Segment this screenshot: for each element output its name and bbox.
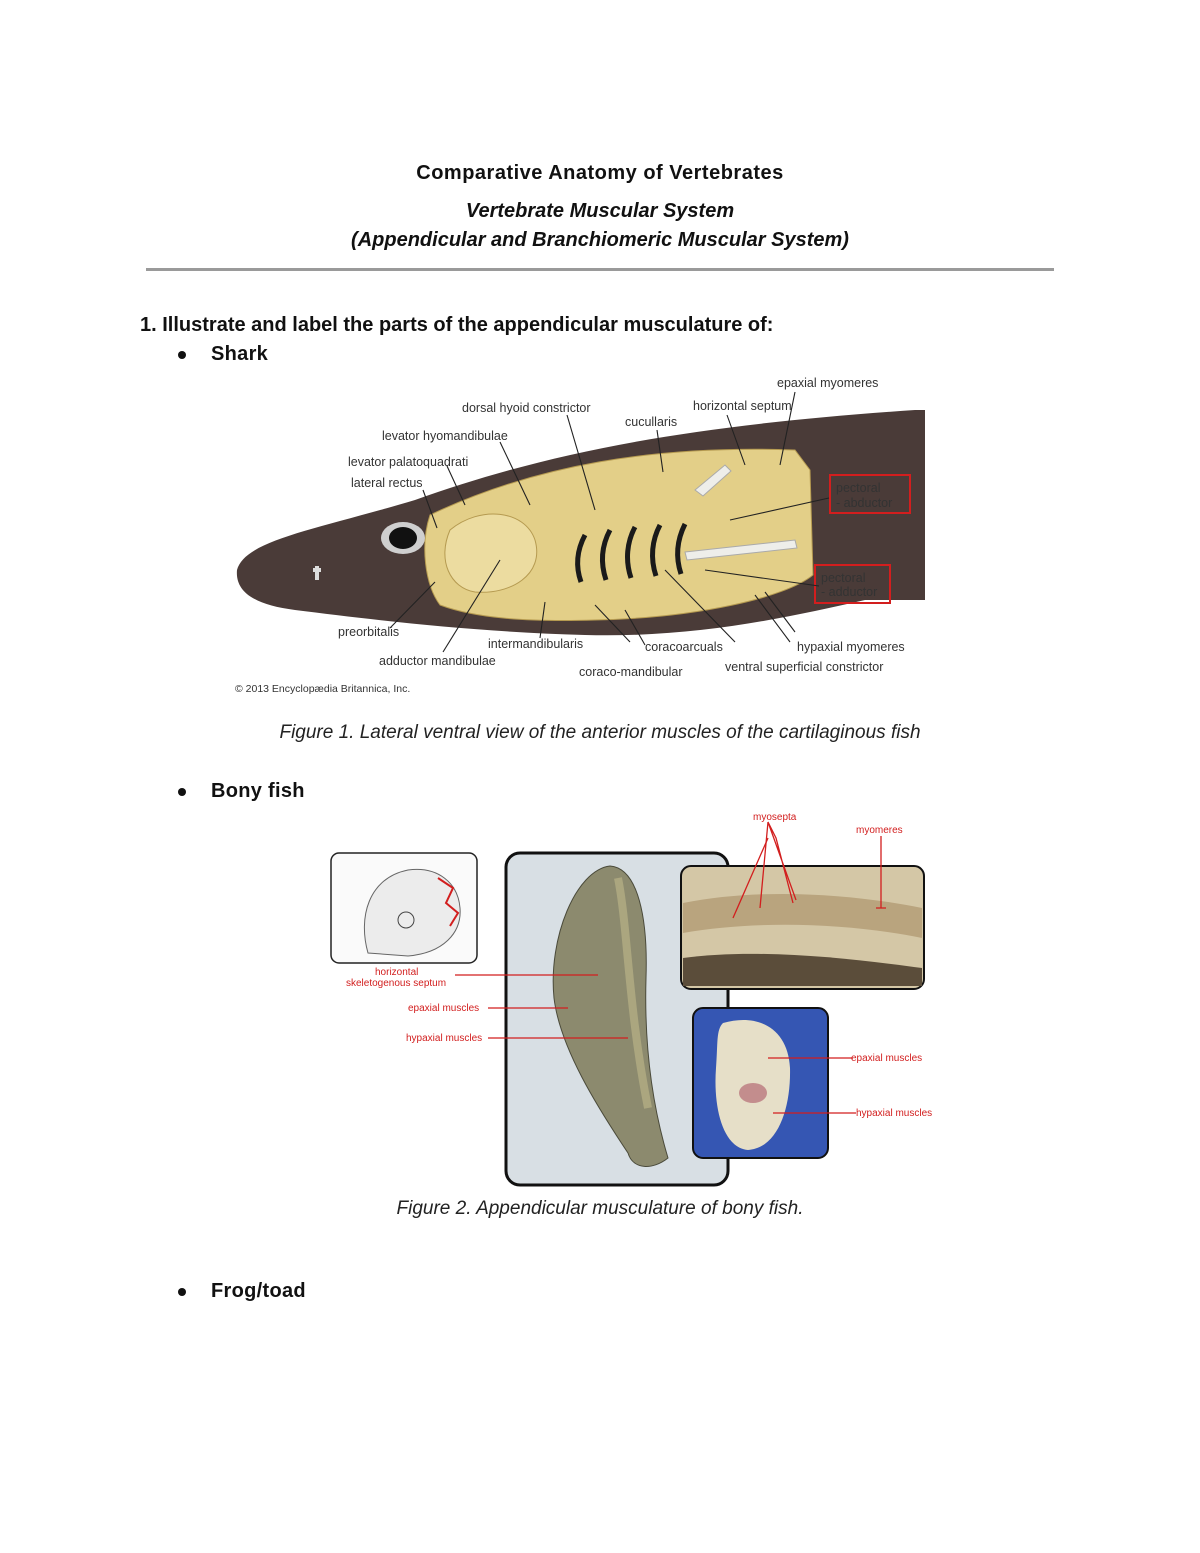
- label-epaxial-muscles-left: epaxial muscles: [408, 1003, 479, 1014]
- figure-1-caption: Figure 1. Lateral ventral view of the an…: [279, 722, 921, 743]
- cartilage-bar: [694, 464, 732, 497]
- bullet-icon: [178, 1288, 186, 1296]
- label-lateral-rectus: lateral rectus: [351, 476, 423, 490]
- label-cucullaris: cucullaris: [625, 415, 677, 429]
- bony-fish-figure: myosepta myomeres horizontal skeletogeno…: [330, 812, 932, 1187]
- pectoral-adductor-box: [814, 564, 891, 604]
- label-myomeres: myomeres: [856, 825, 903, 836]
- label-pectoral-abductor-suffix: - abductor: [836, 496, 892, 510]
- closeup-shadow: [683, 953, 922, 986]
- label-epaxial-myomeres: epaxial myomeres: [777, 376, 878, 390]
- bullet-icon: [178, 788, 186, 796]
- gill-slit: [575, 533, 588, 583]
- label-myosepta: myosepta: [753, 812, 797, 823]
- shark-muscle-diagram: epaxial myomeres horizontal septum dorsa…: [235, 376, 925, 695]
- horizontal-rule: [146, 268, 1054, 271]
- label-coraco-mandibular: coraco-mandibular: [579, 665, 683, 679]
- label-coracoarcuals: coracoarcuals: [645, 640, 723, 654]
- bullet-icon: [178, 351, 186, 359]
- label-levator-hyomandibulae: levator hyomandibulae: [382, 429, 508, 443]
- label-epaxial-muscles-right: epaxial muscles: [851, 1053, 922, 1064]
- adductor-mandibulae-muscle: [444, 513, 538, 593]
- label-preorbitalis: preorbitalis: [338, 625, 399, 639]
- label-levator-palatoquadrati: levator palatoquadrati: [348, 455, 468, 469]
- gill-slit: [675, 522, 688, 575]
- fish-cross-section-sketch: [363, 868, 461, 957]
- document-subtitle-secondary: (Appendicular and Branchiomeric Muscular…: [351, 229, 849, 251]
- cartilage-bar: [684, 539, 798, 561]
- bullet-shark: Shark: [211, 343, 269, 365]
- sketch-vertebra: [397, 911, 415, 929]
- bullet-bony-fish: Bony fish: [211, 780, 305, 802]
- cross-section-core: [739, 1083, 767, 1103]
- bullet-frog-toad: Frog/toad: [211, 1280, 306, 1302]
- pectoral-abductor-box: [829, 474, 911, 514]
- label-hypaxial-myomeres: hypaxial myomeres: [797, 640, 905, 654]
- sketch-highlight: [437, 877, 460, 927]
- label-ventral-superficial-constrictor: ventral superficial constrictor: [725, 660, 883, 674]
- closeup-muscle-band: [683, 893, 922, 938]
- whole-fish-body: [552, 865, 669, 1167]
- label-hypaxial-muscles-right: hypaxial muscles: [856, 1108, 932, 1119]
- label-horizontal-septum: horizontal septum: [693, 399, 792, 413]
- figure-2-caption: Figure 2. Appendicular musculature of bo…: [396, 1198, 804, 1219]
- label-pectoral-adductor-suffix: - adductor: [821, 585, 877, 599]
- label-pectoral-adductor: pectoral: [821, 571, 865, 585]
- document-subtitle: Vertebrate Muscular System: [465, 200, 735, 222]
- copyright-notice: © 2013 Encyclopædia Britannica, Inc.: [235, 683, 410, 695]
- question-heading: 1. Illustrate and label the parts of the…: [140, 314, 774, 336]
- gill-slit: [600, 528, 613, 581]
- whole-fish-belly-highlight: [614, 877, 652, 1109]
- label-skeletogenous-septum: skeletogenous septum: [346, 978, 446, 989]
- label-pectoral-abductor: pectoral: [836, 481, 880, 495]
- label-horizontal: horizontal: [375, 967, 418, 978]
- label-hypaxial-muscles-left: hypaxial muscles: [406, 1033, 482, 1044]
- eye: [389, 527, 417, 549]
- nostril: [313, 566, 321, 580]
- document-title: Comparative Anatomy of Vertebrates: [416, 162, 784, 184]
- gill-slit: [625, 525, 638, 579]
- gill-slit: [650, 523, 663, 577]
- label-adductor-mandibulae: adductor mandibulae: [379, 654, 496, 668]
- label-dorsal-hyoid-constrictor: dorsal hyoid constrictor: [462, 401, 591, 415]
- label-intermandibularis: intermandibularis: [488, 637, 583, 651]
